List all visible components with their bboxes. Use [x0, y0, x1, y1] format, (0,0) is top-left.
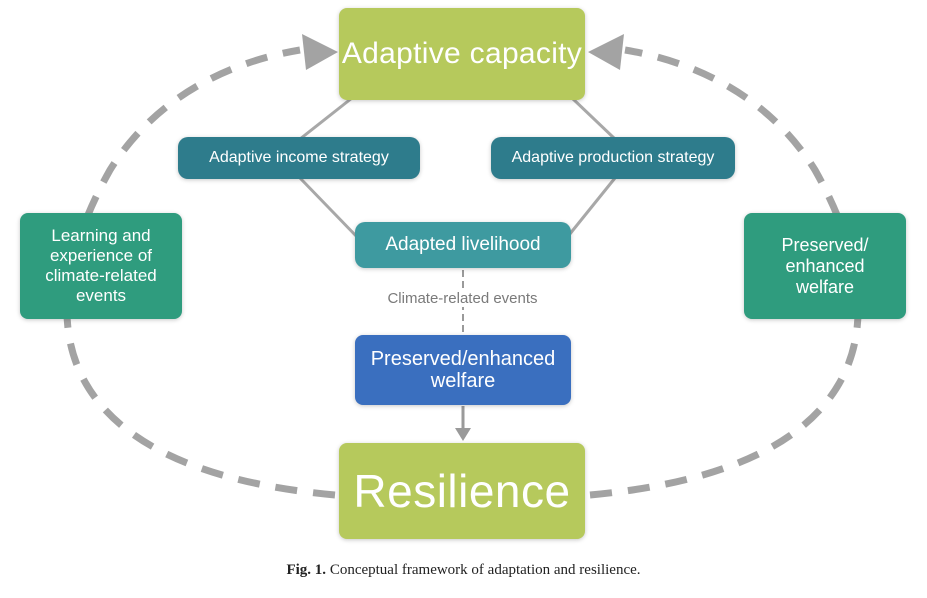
- adaptive-capacity-label: Adaptive capacity: [341, 37, 583, 70]
- figure-caption: Fig. 1. Conceptual framework of adaptati…: [0, 562, 927, 579]
- arrowhead-down-icon: [455, 428, 471, 441]
- arrowhead-right-icon: [588, 34, 624, 70]
- adaptive-capacity-box: Adaptive capacity: [339, 8, 585, 100]
- learning-line-4: events: [75, 286, 127, 305]
- adaptive-income-strategy-label: Adaptive income strategy: [209, 149, 389, 166]
- preserved-enhanced-welfare-center-box: Preserved/enhanced welfare: [355, 335, 571, 405]
- adaptive-production-strategy-label: Adaptive production strategy: [511, 149, 715, 166]
- preserved-enhanced-welfare-right-box: Preserved/ enhanced welfare: [744, 213, 906, 319]
- adaptive-production-strategy-box: Adaptive production strategy: [491, 137, 735, 179]
- adapted-livelihood-box: Adapted livelihood: [355, 222, 571, 268]
- learning-experience-box: Learning and experience of climate-relat…: [20, 213, 182, 319]
- caption-label: Fig. 1.: [286, 562, 327, 578]
- learning-line-2: experience of: [49, 246, 153, 265]
- resilience-box: Resilience: [339, 443, 585, 539]
- learning-line-1: Learning and: [51, 226, 151, 245]
- climate-related-events-label: Climate-related events: [360, 290, 565, 312]
- resilience-label: Resilience: [353, 465, 571, 517]
- adapted-livelihood-label: Adapted livelihood: [385, 234, 541, 255]
- learning-line-3: climate-related: [45, 266, 157, 285]
- arrowhead-left-icon: [302, 34, 338, 70]
- climate-related-events-text: Climate-related events: [384, 290, 541, 307]
- connector-capacity-production: [570, 96, 617, 141]
- caption-text: Conceptual framework of adaptation and r…: [326, 562, 641, 578]
- welfare-right-line-1: Preserved/: [781, 234, 869, 255]
- connector-capacity-income: [299, 96, 353, 141]
- welfare-center-line-2: welfare: [430, 370, 496, 392]
- welfare-right-line-3: welfare: [795, 276, 854, 297]
- welfare-center-line-1: Preserved/enhanced: [370, 348, 556, 370]
- adaptive-income-strategy-box: Adaptive income strategy: [178, 137, 420, 179]
- connector-income-livelihood: [298, 176, 362, 242]
- welfare-right-line-2: enhanced: [785, 255, 865, 276]
- connector-production-livelihood: [563, 177, 617, 241]
